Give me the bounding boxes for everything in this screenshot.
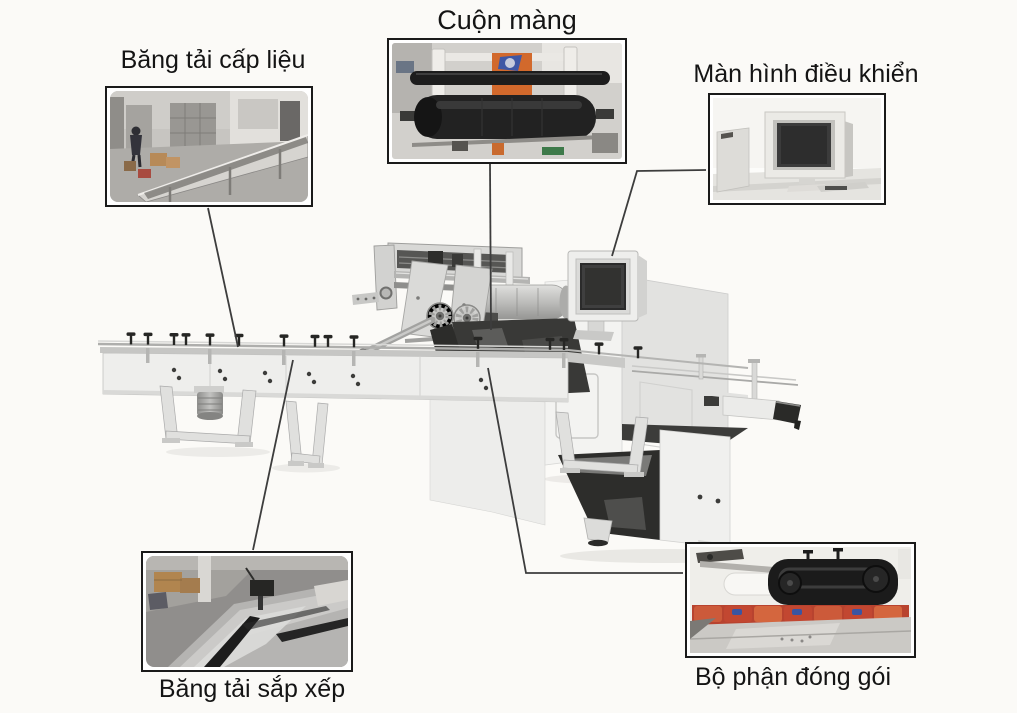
film-roll-photo <box>387 38 627 164</box>
callout-label-sorting-conveyor: Băng tải sắp xếp <box>158 675 346 703</box>
infeed-conveyor <box>97 332 749 477</box>
sensor-device <box>250 580 274 596</box>
connector-sorting-conveyor <box>252 359 294 551</box>
connector-film-roll <box>489 163 492 331</box>
callout-label-packaging-unit: Bộ phận đóng gói <box>694 663 892 691</box>
guide-knobs <box>126 332 643 359</box>
sorting-conveyor-photo <box>141 551 353 672</box>
conveyor-motor <box>194 386 224 420</box>
connector-feed-conveyor <box>207 207 239 348</box>
connector-packaging-unit <box>487 367 683 574</box>
connector-lines <box>207 163 707 574</box>
panel-bolts <box>171 367 489 391</box>
callout-label-feed-conveyor: Băng tải cấp liệu <box>120 46 306 74</box>
discharge-belt <box>773 401 801 424</box>
leg-feet <box>162 438 644 477</box>
callout-label-control-screen: Màn hình điều khiển <box>693 60 919 88</box>
control-screen-photo <box>708 93 886 205</box>
output-conveyor <box>631 354 801 430</box>
connector-control-screen <box>611 169 707 257</box>
rail-brackets <box>146 348 566 368</box>
machine-monitor <box>567 250 647 341</box>
side-vent <box>704 396 719 406</box>
conveyor-legs <box>159 385 649 475</box>
worker-figure <box>131 126 141 136</box>
callout-label-film-roll: Cuộn màng <box>437 5 577 35</box>
packaging-unit-photo <box>685 542 916 658</box>
machine-foot <box>583 517 613 543</box>
feed-conveyor-photo <box>105 86 313 207</box>
